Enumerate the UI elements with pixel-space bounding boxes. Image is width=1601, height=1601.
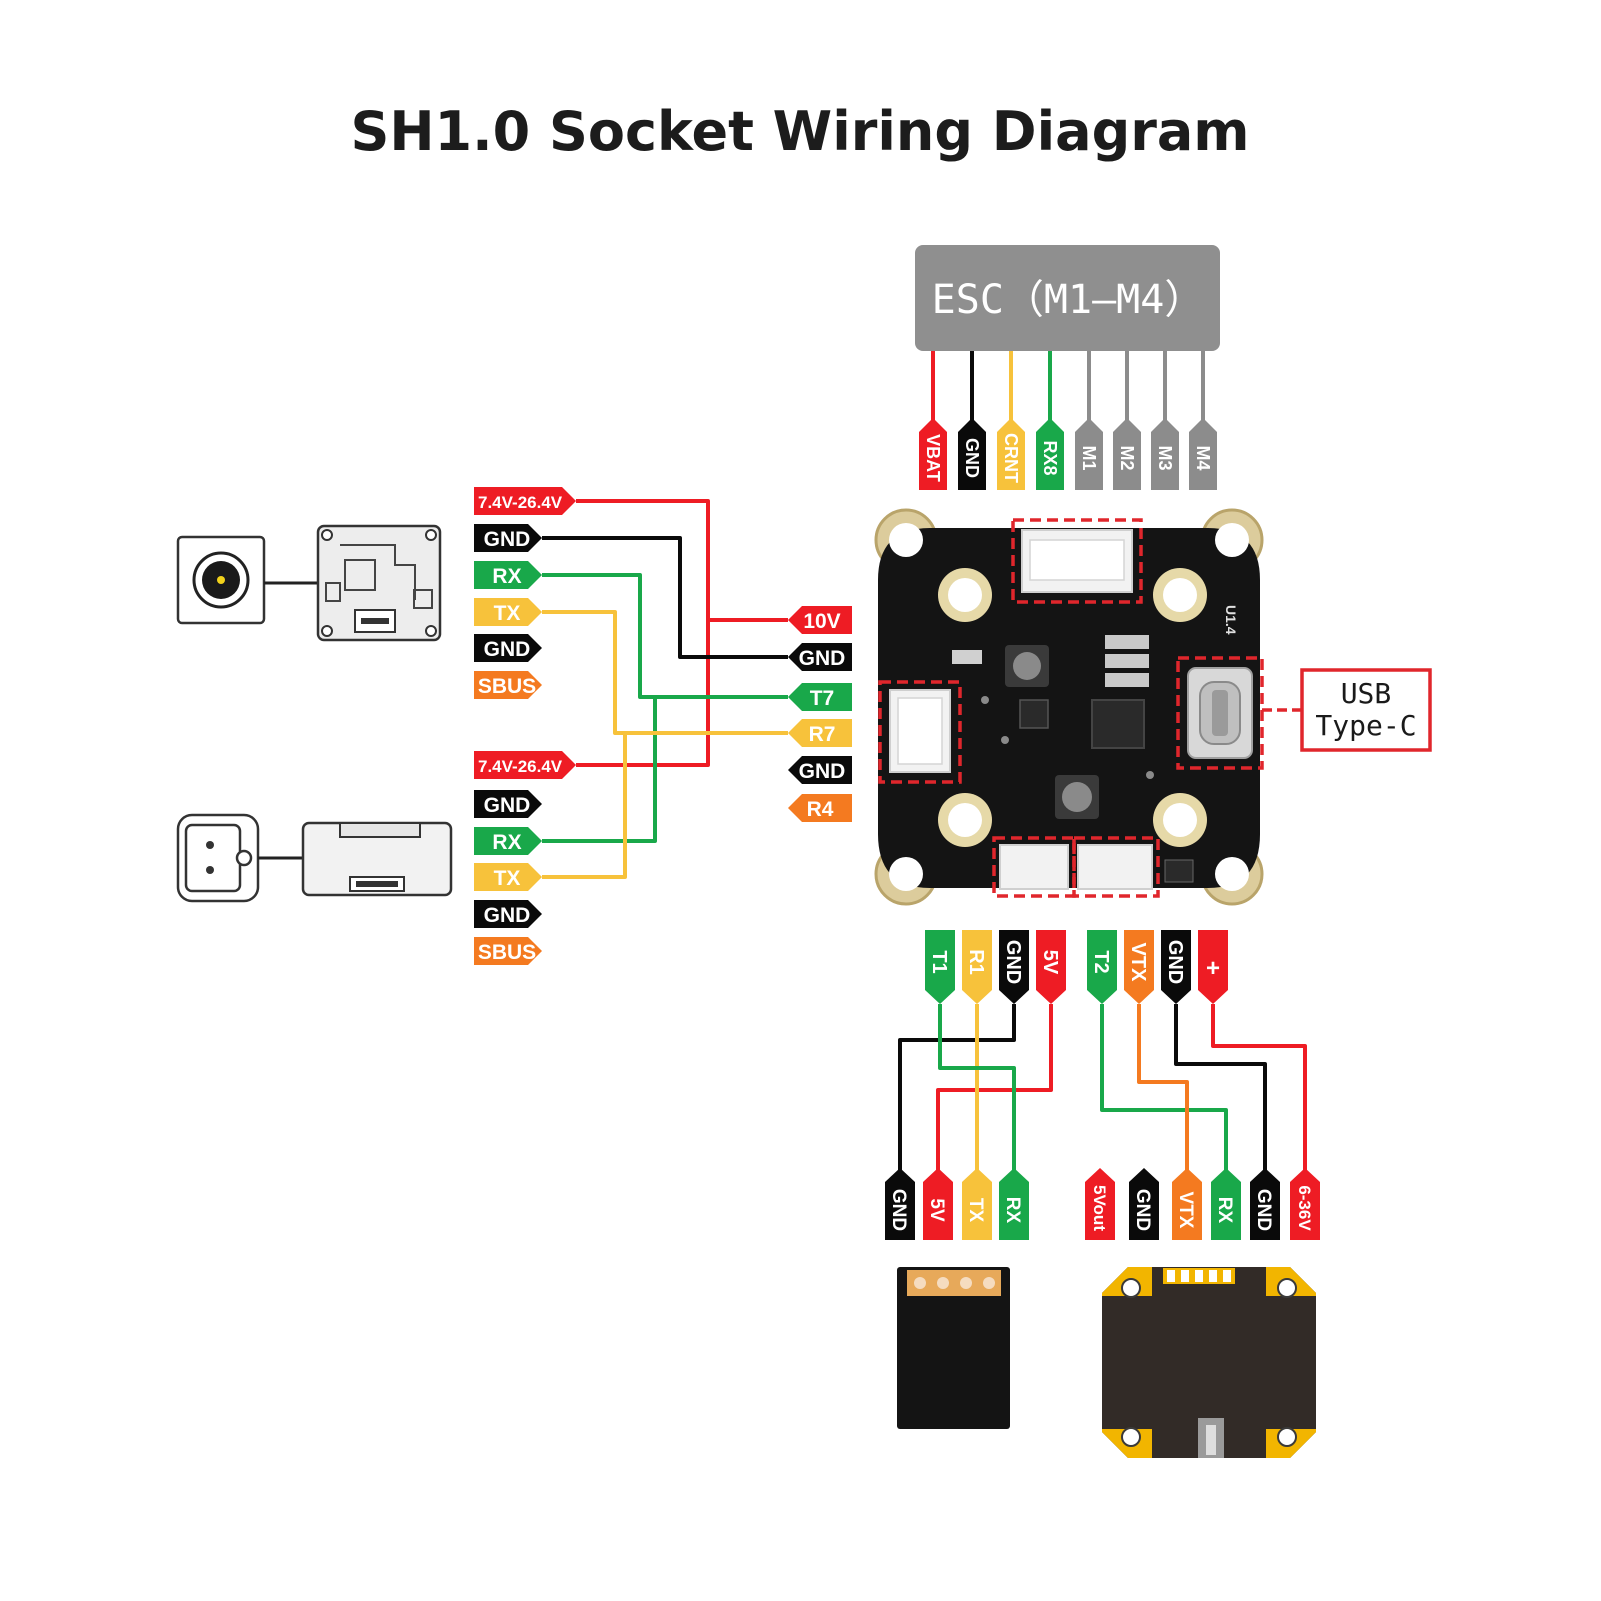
vtx-pin-rx: RX (492, 565, 521, 588)
fc-pin-r4: R4 (807, 798, 834, 821)
esc-pin-gnd: GND (962, 438, 982, 478)
fc-pin-t1: T1 (928, 950, 950, 973)
fc-pin-r1: R1 (965, 949, 987, 975)
fc-pin-10v: 10V (803, 610, 840, 633)
esc-pin-m3: M3 (1155, 445, 1175, 470)
vtx-module-device-icon (1102, 1267, 1316, 1458)
rxm-pin-tx: TX (965, 1198, 986, 1223)
receiver-module-device-icon (897, 1267, 1010, 1429)
vtxm-pin-5vout: 5Vout (1090, 1185, 1109, 1231)
fc-pin-t2: T2 (1090, 950, 1112, 973)
vtxm-pin-gnd2: GND (1253, 1189, 1274, 1231)
fc-pin-gnd1: GND (799, 647, 846, 670)
flight-controller-board: U1.4 (874, 508, 1264, 906)
fc-pin-plus: + (1206, 955, 1220, 982)
vtx-module-pin-tags: 5Vout GND VTX RX GND 6-36V (1085, 1168, 1320, 1240)
rx-pin-power: 7.4V-26.4V (478, 757, 563, 776)
rxm-pin-gnd: GND (888, 1189, 909, 1231)
bottom-wires (898, 1004, 1307, 1170)
esc-pin-m4: M4 (1193, 445, 1213, 470)
vtxm-pin-power: 6-36V (1295, 1185, 1314, 1231)
esc-connector: ESC（M1–M4） (915, 245, 1220, 351)
fc-pin-gnd4: GND (1164, 940, 1186, 984)
receiver-module-icon (301, 821, 453, 897)
fc-pin-gnd2: GND (799, 760, 846, 783)
fc-bottom-pin-tags: T1 R1 GND 5V T2 VTX GND + (925, 930, 1228, 1004)
fc-left-pin-tags: 10V GND T7 R7 GND R4 (788, 606, 852, 822)
page-title: SH1.0 Socket Wiring Diagram (350, 100, 1249, 163)
receiver-antenna-icon (176, 813, 304, 903)
vtxm-pin-rx: RX (1214, 1197, 1235, 1224)
usb-label-line2: Type-C (1315, 709, 1416, 742)
receiver-pin-tags: 7.4V-26.4V GND RX TX GND SBUS (474, 751, 576, 965)
vtxm-pin-gnd1: GND (1132, 1189, 1153, 1231)
fc-pin-5v: 5V (1039, 950, 1061, 975)
fc-pin-gnd3: GND (1002, 940, 1024, 984)
usb-label-line1: USB (1341, 677, 1392, 710)
esc-pin-tags: VBAT GND CRNT RX8 M1 M2 M3 M4 (919, 418, 1217, 490)
usb-type-c-label: USB Type-C (1262, 668, 1432, 752)
vtxm-pin-vtx: VTX (1175, 1192, 1196, 1229)
fc-pin-r7: R7 (809, 723, 836, 746)
rx-pin-gnd2: GND (484, 904, 531, 927)
esc-pin-vbat: VBAT (923, 434, 943, 482)
vtx-pin-power: 7.4V-26.4V (478, 493, 563, 512)
connector-highlights (878, 518, 1264, 898)
esc-pin-crnt: CRNT (1001, 433, 1021, 483)
vtx-pin-gnd1: GND (484, 528, 531, 551)
esc-pin-rx8: RX8 (1040, 440, 1060, 475)
rxm-pin-rx: RX (1002, 1197, 1023, 1224)
rx-pin-gnd1: GND (484, 794, 531, 817)
board-version: U1.4 (1223, 605, 1239, 635)
vtx-pin-tx: TX (494, 602, 521, 625)
esc-pin-m2: M2 (1117, 445, 1137, 470)
camera-icon (176, 535, 320, 625)
rx-pin-sbus: SBUS (478, 941, 536, 964)
vtx-board-icon (316, 524, 442, 642)
rx-pin-tx: TX (494, 867, 521, 890)
vtx-pin-tags: 7.4V-26.4V GND RX TX GND SBUS (474, 487, 576, 699)
esc-label: ESC（M1–M4） (932, 277, 1205, 323)
fc-pin-vtx: VTX (1127, 943, 1149, 983)
fc-pin-t7: T7 (810, 687, 835, 710)
esc-pin-m1: M1 (1079, 445, 1099, 470)
vtx-pin-gnd2: GND (484, 638, 531, 661)
receiver-module-pin-tags: GND 5V TX RX (885, 1168, 1029, 1240)
esc-wires (931, 351, 1205, 425)
left-wires (542, 499, 788, 879)
rxm-pin-5v: 5V (926, 1198, 947, 1222)
rx-pin-rx: RX (492, 831, 521, 854)
vtx-pin-sbus: SBUS (478, 675, 536, 698)
